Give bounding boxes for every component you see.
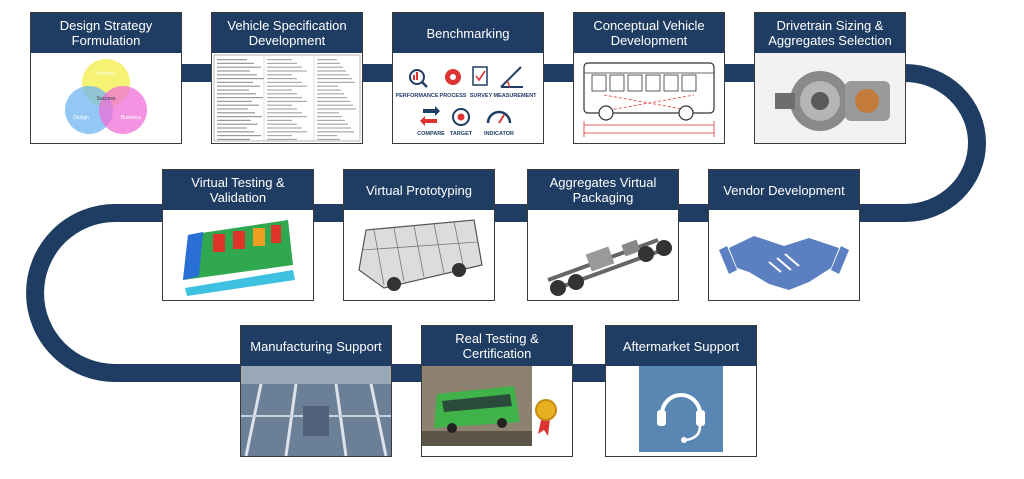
benchmark-label-performance: PERFORMANCE	[395, 93, 438, 99]
benchmark-label-indicator: INDICATOR	[484, 131, 514, 137]
step-card-virtual-testing: Virtual Testing & Validation	[162, 169, 314, 301]
step-title: Vehicle Specification Development	[212, 13, 362, 53]
step-title: Virtual Prototyping	[344, 170, 494, 210]
step-card-real-testing: Real Testing & Certification	[421, 325, 573, 457]
benchmark-label-survey: SURVEY	[470, 93, 493, 99]
factory-image	[241, 366, 391, 456]
venn-label-center: Success	[97, 96, 116, 102]
process-icon	[445, 69, 461, 85]
step-title: Manufacturing Support	[241, 326, 391, 366]
indicator-icon	[486, 110, 512, 124]
step-title: Aggregates Virtual Packaging	[528, 170, 678, 210]
step-card-aggregates-packaging: Aggregates Virtual Packaging	[527, 169, 679, 301]
bus-wireframe-image	[344, 210, 494, 300]
compare-icon	[420, 106, 440, 126]
benchmark-icons: PERFORMANCE PROCESS SURVEY MEASUREMENT C…	[393, 53, 543, 143]
step-title: Real Testing & Certification	[422, 326, 572, 366]
venn-diagram: Process Success Design Business	[31, 53, 181, 143]
step-title: Conceptual Vehicle Development	[574, 13, 724, 53]
step-card-drivetrain: Drivetrain Sizing & Aggregates Selection	[754, 12, 906, 144]
handshake-icon	[709, 210, 859, 300]
step-card-benchmarking: Benchmarking PERFORMANCE PROCESS SURV	[392, 12, 544, 144]
venn-label-right: Business	[121, 115, 142, 121]
headset-support-icon	[606, 366, 756, 456]
bus-drawing	[574, 53, 724, 143]
step-card-conceptual-vehicle: Conceptual Vehicle Development	[573, 12, 725, 144]
specification-table-image	[212, 53, 362, 143]
step-card-manufacturing: Manufacturing Support	[240, 325, 392, 457]
chassis-image	[528, 210, 678, 300]
measurement-icon	[500, 66, 523, 88]
certification-medal-icon	[535, 399, 557, 436]
step-title: Benchmarking	[393, 13, 543, 53]
step-title: Virtual Testing & Validation	[163, 170, 313, 210]
benchmark-label-target: TARGET	[450, 131, 473, 137]
test-bus-image	[422, 366, 572, 456]
step-card-vehicle-spec: Vehicle Specification Development	[211, 12, 363, 144]
performance-icon	[409, 69, 428, 88]
benchmark-label-measurement: MEASUREMENT	[493, 93, 537, 99]
step-card-vendor-dev: Vendor Development	[708, 169, 860, 301]
step-title: Vendor Development	[709, 170, 859, 210]
target-icon	[452, 108, 470, 126]
step-card-design-strategy: Design Strategy Formulation Process Succ…	[30, 12, 182, 144]
step-card-virtual-prototyping: Virtual Prototyping	[343, 169, 495, 301]
benchmark-label-process: PROCESS	[440, 93, 467, 99]
step-title: Design Strategy Formulation	[31, 13, 181, 53]
step-card-aftermarket: Aftermarket Support	[605, 325, 757, 457]
survey-icon	[472, 66, 488, 86]
step-title: Aftermarket Support	[606, 326, 756, 366]
venn-label-top: Process	[97, 71, 116, 77]
step-title: Drivetrain Sizing & Aggregates Selection	[755, 13, 905, 53]
venn-label-left: Design	[73, 115, 89, 121]
fea-bus-model-image	[163, 210, 313, 300]
drivetrain-image	[755, 53, 905, 143]
benchmark-label-compare: COMPARE	[417, 131, 445, 137]
